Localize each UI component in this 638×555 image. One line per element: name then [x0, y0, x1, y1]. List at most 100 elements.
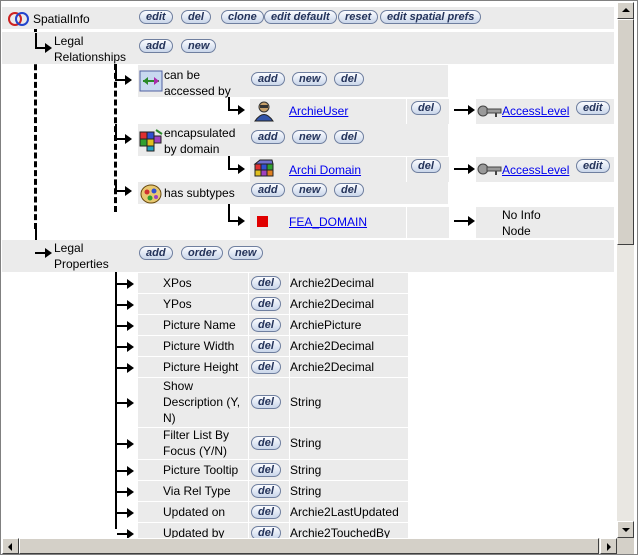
property-del-button[interactable]: del	[251, 297, 281, 311]
scroll-right-button[interactable]	[600, 538, 617, 554]
property-type: Archie2Decimal	[290, 360, 375, 374]
property-name-cell	[138, 378, 248, 427]
property-del-button[interactable]: del	[251, 526, 281, 538]
target-link-archieuser[interactable]: ArchieUser	[289, 104, 349, 118]
arrow-icon	[125, 75, 132, 85]
property-type: Archie2Decimal	[290, 339, 375, 353]
properties-add-button[interactable]: add	[139, 246, 173, 260]
relation-new-button[interactable]: new	[292, 72, 328, 86]
tree-connector	[117, 367, 127, 369]
relation-add-button[interactable]: add	[251, 183, 285, 197]
root-edit-button[interactable]: edit	[139, 10, 173, 24]
tree-connector	[115, 190, 125, 192]
tree-connector	[117, 533, 127, 535]
property-type-cell	[290, 460, 408, 480]
tree-connector	[117, 443, 127, 445]
root-edit-spatial-prefs-button[interactable]: edit spatial prefs	[380, 10, 482, 24]
property-del-button[interactable]: del	[251, 484, 281, 498]
target-link-archi-domain[interactable]: Archi Domain	[289, 163, 362, 177]
target-cell	[250, 99, 406, 124]
root-del-button[interactable]: del	[181, 10, 211, 24]
property-name: Picture Height	[163, 360, 239, 374]
property-name-cell	[138, 428, 248, 459]
properties-order-button[interactable]: order	[181, 246, 224, 260]
relation-del-button[interactable]: del	[334, 72, 364, 86]
property-type-cell	[290, 357, 408, 377]
target-del-button[interactable]: del	[411, 159, 441, 173]
relation-add-button[interactable]: add	[251, 72, 285, 86]
property-name: Updated by	[163, 526, 225, 538]
info-cell	[476, 207, 614, 238]
scroll-up-button[interactable]	[617, 2, 634, 19]
arrow-icon	[127, 279, 134, 289]
tree-connector	[228, 204, 230, 222]
domain-cube-icon	[253, 159, 274, 177]
relation-del-button[interactable]: del	[334, 183, 364, 197]
properties-label-line1: Legal	[54, 241, 84, 255]
property-del-button[interactable]: del	[251, 395, 281, 409]
relation-del-button[interactable]: del	[334, 130, 364, 144]
tree-connector	[35, 252, 45, 254]
tree-connector	[117, 346, 127, 348]
horizontal-scrollbar[interactable]	[2, 538, 617, 554]
tree-connector	[34, 29, 37, 229]
right-arrow-icon	[607, 543, 611, 551]
target-link-fea-domain[interactable]: FEA_DOMAIN	[289, 215, 368, 229]
root-edit-default-button[interactable]: edit default	[264, 10, 337, 24]
property-del-button[interactable]: del	[251, 360, 281, 374]
relationships-new-button[interactable]: new	[181, 39, 217, 53]
arrow-icon	[127, 321, 134, 331]
vertical-scroll-thumb[interactable]	[617, 19, 634, 245]
root-reset-button[interactable]: reset	[338, 10, 379, 24]
horizontal-scroll-thumb[interactable]	[19, 538, 599, 554]
access-relation-icon	[139, 70, 163, 92]
key-icon	[477, 105, 502, 117]
property-del-button[interactable]: del	[251, 318, 281, 332]
relationships-add-button[interactable]: add	[139, 39, 173, 53]
property-name: N)	[163, 411, 176, 425]
arrow-icon	[127, 529, 134, 538]
relation-new-button[interactable]: new	[292, 183, 328, 197]
tree-viewport: SpatialInfo edit del clone edit default …	[2, 2, 616, 538]
property-type-cell	[290, 273, 408, 293]
arrow-icon	[45, 43, 52, 53]
arrow-icon	[127, 300, 134, 310]
property-del-button[interactable]: del	[251, 339, 281, 353]
property-type: ArchiePicture	[290, 318, 362, 332]
property-del-button[interactable]: del	[251, 436, 281, 450]
scroll-left-button[interactable]	[2, 538, 19, 554]
property-name-cell	[138, 357, 248, 377]
property-del-button[interactable]: del	[251, 505, 281, 519]
property-name: YPos	[163, 297, 192, 311]
tree-connector	[117, 512, 127, 514]
scroll-down-button[interactable]	[617, 521, 634, 538]
relation-new-button[interactable]: new	[292, 130, 328, 144]
relation-label: has subtypes	[164, 186, 235, 200]
property-name-cell	[138, 460, 248, 480]
property-type: Archie2Decimal	[290, 276, 375, 290]
root-clone-button[interactable]: clone	[221, 10, 264, 24]
access-edit-button[interactable]: edit	[576, 101, 610, 115]
property-name: Filter List By	[163, 428, 230, 442]
properties-new-button[interactable]: new	[228, 246, 264, 260]
encapsulate-domain-icon	[139, 129, 163, 152]
property-del-button[interactable]: del	[251, 463, 281, 477]
target-empty-cell	[407, 207, 449, 238]
arrow-icon	[127, 508, 134, 518]
arrow-icon	[45, 248, 52, 258]
access-level-link[interactable]: AccessLevel	[502, 104, 570, 118]
access-level-link[interactable]: AccessLevel	[502, 163, 570, 177]
relationships-label-line2: Relationships	[54, 50, 127, 64]
vertical-scrollbar[interactable]	[617, 2, 634, 538]
property-type: String	[290, 436, 322, 450]
relationships-row	[2, 32, 614, 64]
tree-connector	[228, 97, 230, 111]
properties-row	[2, 240, 614, 272]
arrow-icon	[468, 105, 475, 115]
access-edit-button[interactable]: edit	[576, 159, 610, 173]
tree-connector	[454, 168, 468, 170]
relation-add-button[interactable]: add	[251, 130, 285, 144]
property-name-cell	[138, 523, 248, 538]
property-del-button[interactable]: del	[251, 276, 281, 290]
target-del-button[interactable]: del	[411, 101, 441, 115]
